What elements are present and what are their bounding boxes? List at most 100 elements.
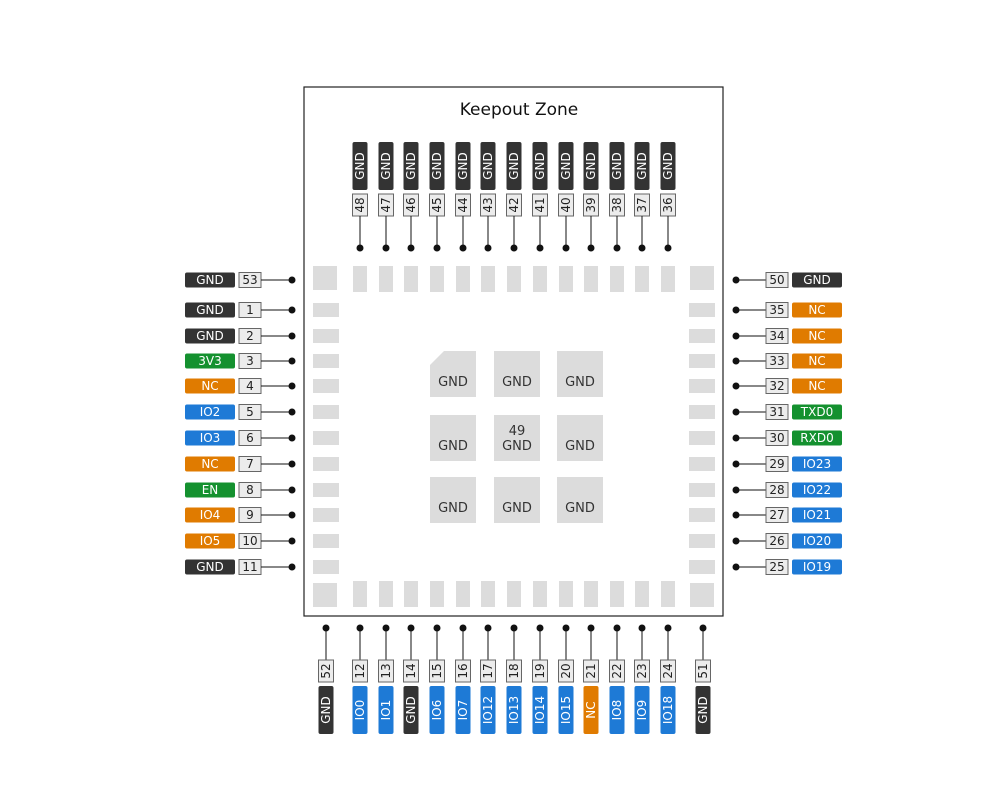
pin-dot bbox=[510, 244, 518, 252]
right-edge-pad bbox=[689, 431, 715, 445]
bottom-edge-pad bbox=[481, 581, 495, 607]
pin-dot bbox=[288, 332, 296, 340]
pin-number-label: 33 bbox=[769, 354, 784, 368]
corner-pad bbox=[690, 583, 714, 607]
pin-number-label: 42 bbox=[507, 197, 521, 212]
pin-name-label: IO19 bbox=[803, 560, 831, 574]
left-edge-pad bbox=[313, 457, 339, 471]
pin-name-badge bbox=[609, 686, 625, 734]
pin-name-label: IO5 bbox=[200, 534, 221, 548]
pin-name-label: IO21 bbox=[803, 508, 831, 522]
pin-name-label: NC bbox=[808, 379, 825, 393]
pin-dot bbox=[288, 276, 296, 284]
pin-name-label: NC bbox=[808, 303, 825, 317]
pin-number-label: 15 bbox=[430, 663, 444, 678]
pin-name-badge bbox=[318, 686, 334, 734]
pin-number-label: 30 bbox=[769, 431, 784, 445]
top-edge-pad bbox=[456, 266, 470, 292]
pin-number-label: 6 bbox=[246, 431, 254, 445]
pin-number-label: 53 bbox=[242, 273, 257, 287]
pin-name-label: NC bbox=[808, 354, 825, 368]
pin-dot bbox=[288, 382, 296, 390]
bottom-edge-pad bbox=[507, 581, 521, 607]
pin-name-badge bbox=[583, 142, 599, 190]
keepout-zone-title: Keepout Zone bbox=[460, 100, 579, 120]
bottom-edge-pad bbox=[533, 581, 547, 607]
pin-number-box bbox=[765, 559, 789, 575]
center-pad-label: GND bbox=[438, 375, 468, 390]
right-edge-pad bbox=[689, 560, 715, 574]
pin-dot bbox=[288, 434, 296, 442]
pin-number-label: 41 bbox=[533, 197, 547, 212]
pin-name-badge bbox=[403, 686, 419, 734]
pin-number-box bbox=[318, 659, 334, 683]
right-edge-pad bbox=[689, 534, 715, 548]
pin-dot bbox=[536, 244, 544, 252]
pin-name-badge bbox=[352, 142, 368, 190]
pin-name-label: IO18 bbox=[661, 696, 675, 724]
pin-number-box bbox=[765, 302, 789, 318]
pin-number-label: 8 bbox=[246, 483, 254, 497]
pin-dot bbox=[382, 244, 390, 252]
pin-number-label: 50 bbox=[769, 273, 784, 287]
left-edge-pad bbox=[313, 534, 339, 548]
pin-number-box bbox=[765, 533, 789, 549]
pin-name-badge bbox=[792, 559, 842, 575]
pin-name-badge bbox=[455, 142, 471, 190]
pin-number-label: 29 bbox=[769, 457, 784, 471]
pin-name-badge bbox=[480, 686, 496, 734]
pin-name-badge bbox=[792, 482, 842, 498]
pin-name-badge bbox=[532, 686, 548, 734]
center-pad-label: GND bbox=[565, 375, 595, 390]
pin-name-label: IO13 bbox=[507, 696, 521, 724]
right-edge-pad bbox=[689, 354, 715, 368]
pin-number-label: 24 bbox=[661, 663, 675, 678]
pin-name-badge bbox=[185, 507, 235, 523]
pin-dot bbox=[638, 244, 646, 252]
right-edge-pad bbox=[689, 379, 715, 393]
pin-name-badge bbox=[792, 430, 842, 446]
pin-number-box bbox=[609, 659, 625, 683]
pin-name-badge bbox=[185, 328, 235, 344]
pin-number-label: 35 bbox=[769, 303, 784, 317]
pin-name-label: IO0 bbox=[353, 700, 367, 721]
center-pad-label: GND bbox=[502, 501, 532, 516]
pin-name-badge bbox=[634, 686, 650, 734]
pin-name-badge bbox=[558, 142, 574, 190]
center-pad bbox=[494, 351, 540, 397]
top-edge-pad bbox=[533, 266, 547, 292]
pin-number-box bbox=[660, 659, 676, 683]
pin-name-badge bbox=[583, 686, 599, 734]
pin-number-box bbox=[558, 659, 574, 683]
pin-number-box bbox=[403, 659, 419, 683]
center-pad bbox=[557, 415, 603, 461]
pin-number-label: 43 bbox=[481, 197, 495, 212]
pin-dot bbox=[288, 563, 296, 571]
pin-number-box bbox=[765, 404, 789, 420]
pin-number-label: 10 bbox=[242, 534, 257, 548]
pin-number-box bbox=[765, 482, 789, 498]
pin-name-label: NC bbox=[201, 457, 218, 471]
pin-name-label: IO22 bbox=[803, 483, 831, 497]
pin-name-label: GND bbox=[456, 152, 470, 180]
pin-dot bbox=[562, 244, 570, 252]
pin-number-label: 21 bbox=[584, 663, 598, 678]
bottom-edge-pad bbox=[559, 581, 573, 607]
center-pad bbox=[430, 477, 476, 523]
pin-name-label: IO3 bbox=[200, 431, 221, 445]
pin-name-label: GND bbox=[803, 273, 831, 287]
pin-number-box bbox=[765, 430, 789, 446]
top-edge-pad bbox=[379, 266, 393, 292]
